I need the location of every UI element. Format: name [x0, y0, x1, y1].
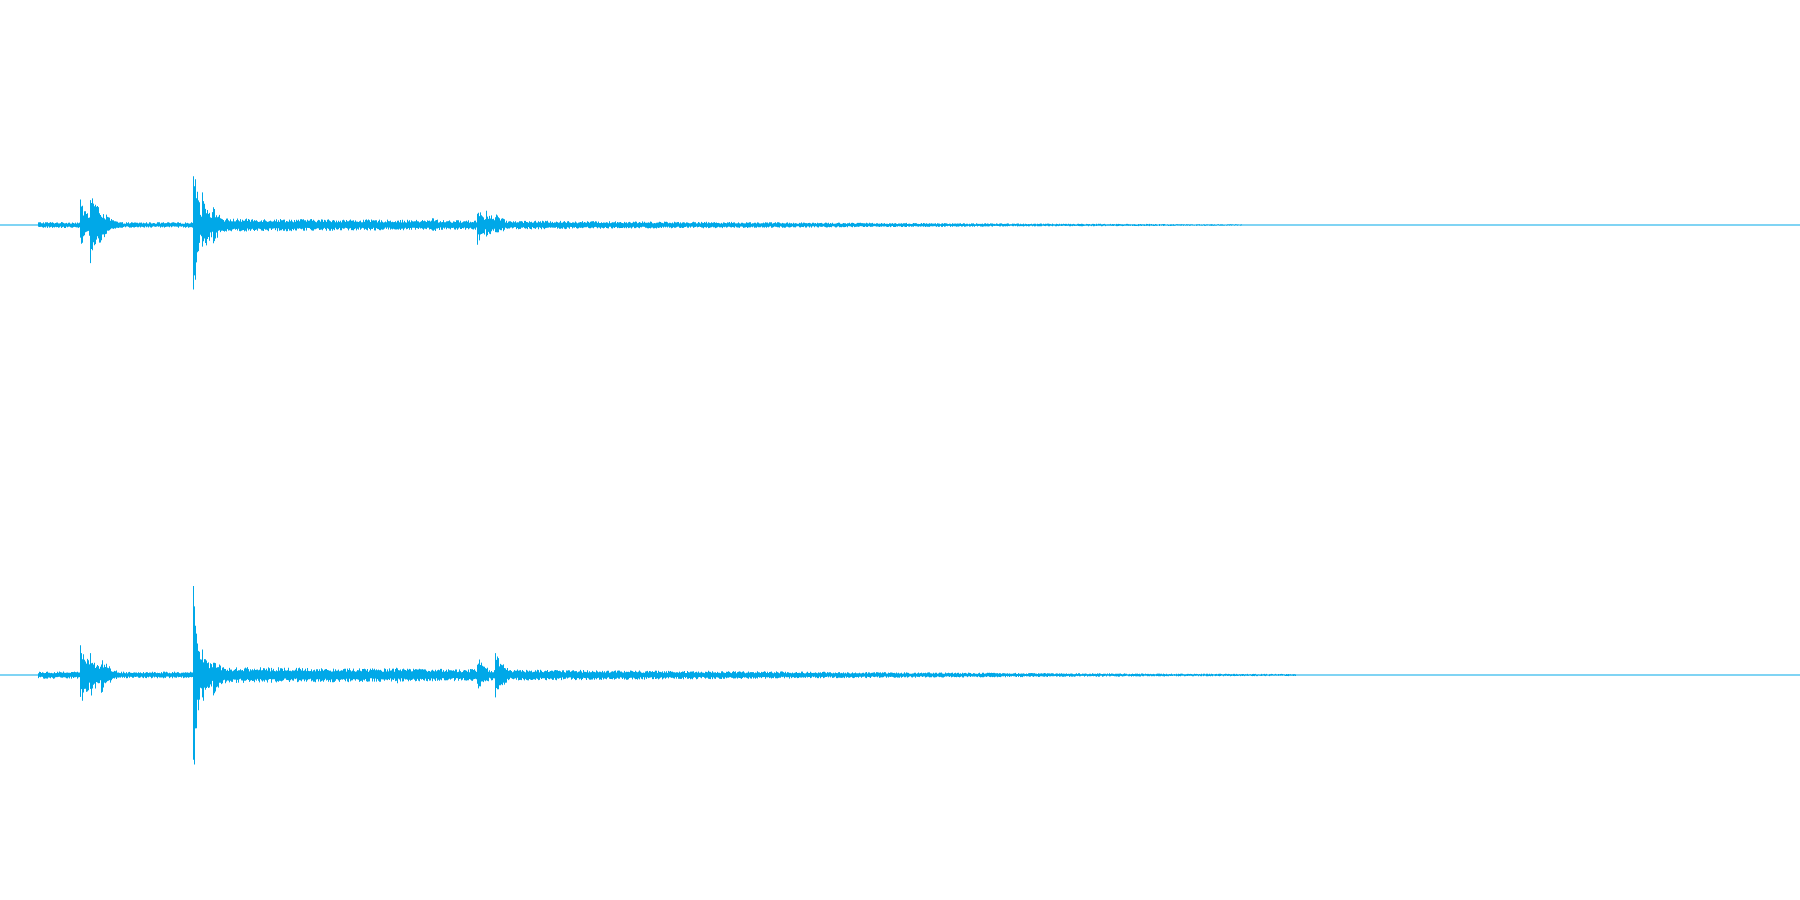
channel-2-waveform[interactable] [0, 586, 1800, 765]
channel-1-waveform[interactable] [0, 176, 1800, 290]
waveform-samples [38, 586, 1296, 765]
waveform-samples [38, 176, 1242, 290]
